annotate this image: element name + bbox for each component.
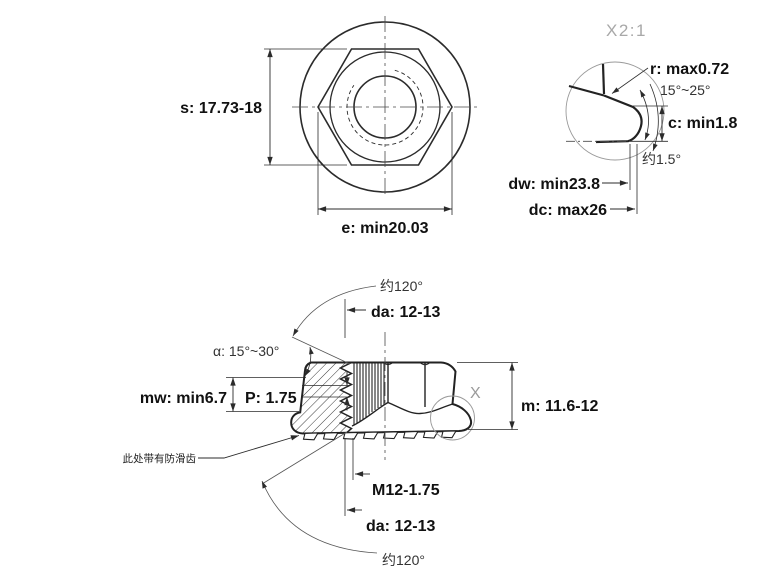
mw-dimension-label: mw: min6.7	[140, 390, 227, 407]
top-view	[264, 16, 478, 215]
detail-view-title: X2:1	[606, 21, 647, 40]
seat-angle-label: 约1.5°	[642, 151, 681, 167]
serration-flank-line-top	[291, 336, 351, 365]
serration-teeth	[302, 430, 457, 441]
nut-outer-outline	[290, 361, 473, 435]
section-view	[198, 285, 518, 554]
da-top-label: da: 12-13	[371, 304, 440, 321]
facet-chamfer-arc-left	[382, 362, 394, 365]
detail-profile-vertical-edge	[601, 63, 606, 95]
serration-angle-arc-top	[292, 285, 377, 337]
serration-flank-line-bottom	[261, 431, 348, 485]
detail-profile-chamfer-and-tip	[595, 94, 643, 144]
serration-angle-arc-bottom	[261, 480, 378, 554]
detail-view	[565, 61, 668, 214]
e-dimension-label: e: min20.03	[341, 220, 428, 237]
serration-angle-bottom-label: 约120°	[382, 552, 425, 568]
da-bottom-label: da: 12-13	[366, 518, 435, 535]
anti-slip-note-label: 此处带有防滑齿	[123, 452, 197, 465]
dw-dimension-label: dw: min23.8	[508, 176, 600, 193]
section-hatch-area	[291, 362, 352, 434]
m-dimension-label: m: 11.6-12	[521, 398, 598, 415]
seat-angle-arc	[649, 83, 659, 152]
s-dimension-label: s: 17.73-18	[180, 100, 262, 117]
hexagon-outline	[317, 48, 453, 166]
r-dimension-label: r: max0.72	[650, 61, 729, 78]
serration-angle-top-label: 约120°	[380, 278, 423, 294]
thread-crest-lines	[353, 363, 385, 425]
alpha-angle-label: α: 15°~30°	[213, 343, 279, 359]
detail-profile-top-slant	[568, 84, 605, 97]
r-leader-line	[611, 67, 649, 94]
detail-x-circle	[430, 395, 475, 441]
pitch-dimension-label: P: 1.75	[245, 390, 297, 407]
facet-chamfer-arc-right	[419, 362, 431, 366]
thread-major-dashed-circle	[346, 69, 424, 146]
washer-face-wave	[351, 401, 453, 427]
note-leader	[198, 435, 300, 459]
chamfer-angle-arc	[639, 89, 650, 141]
c-dimension-label: c: min1.8	[668, 115, 737, 132]
chamfer-angle-label: 15°~25°	[660, 82, 711, 98]
dc-dimension-label: dc: max26	[529, 202, 607, 219]
detail-x-marker: X	[470, 385, 481, 402]
alpha-angle-arc	[304, 346, 314, 377]
thread-size-label: M12-1.75	[372, 482, 440, 499]
